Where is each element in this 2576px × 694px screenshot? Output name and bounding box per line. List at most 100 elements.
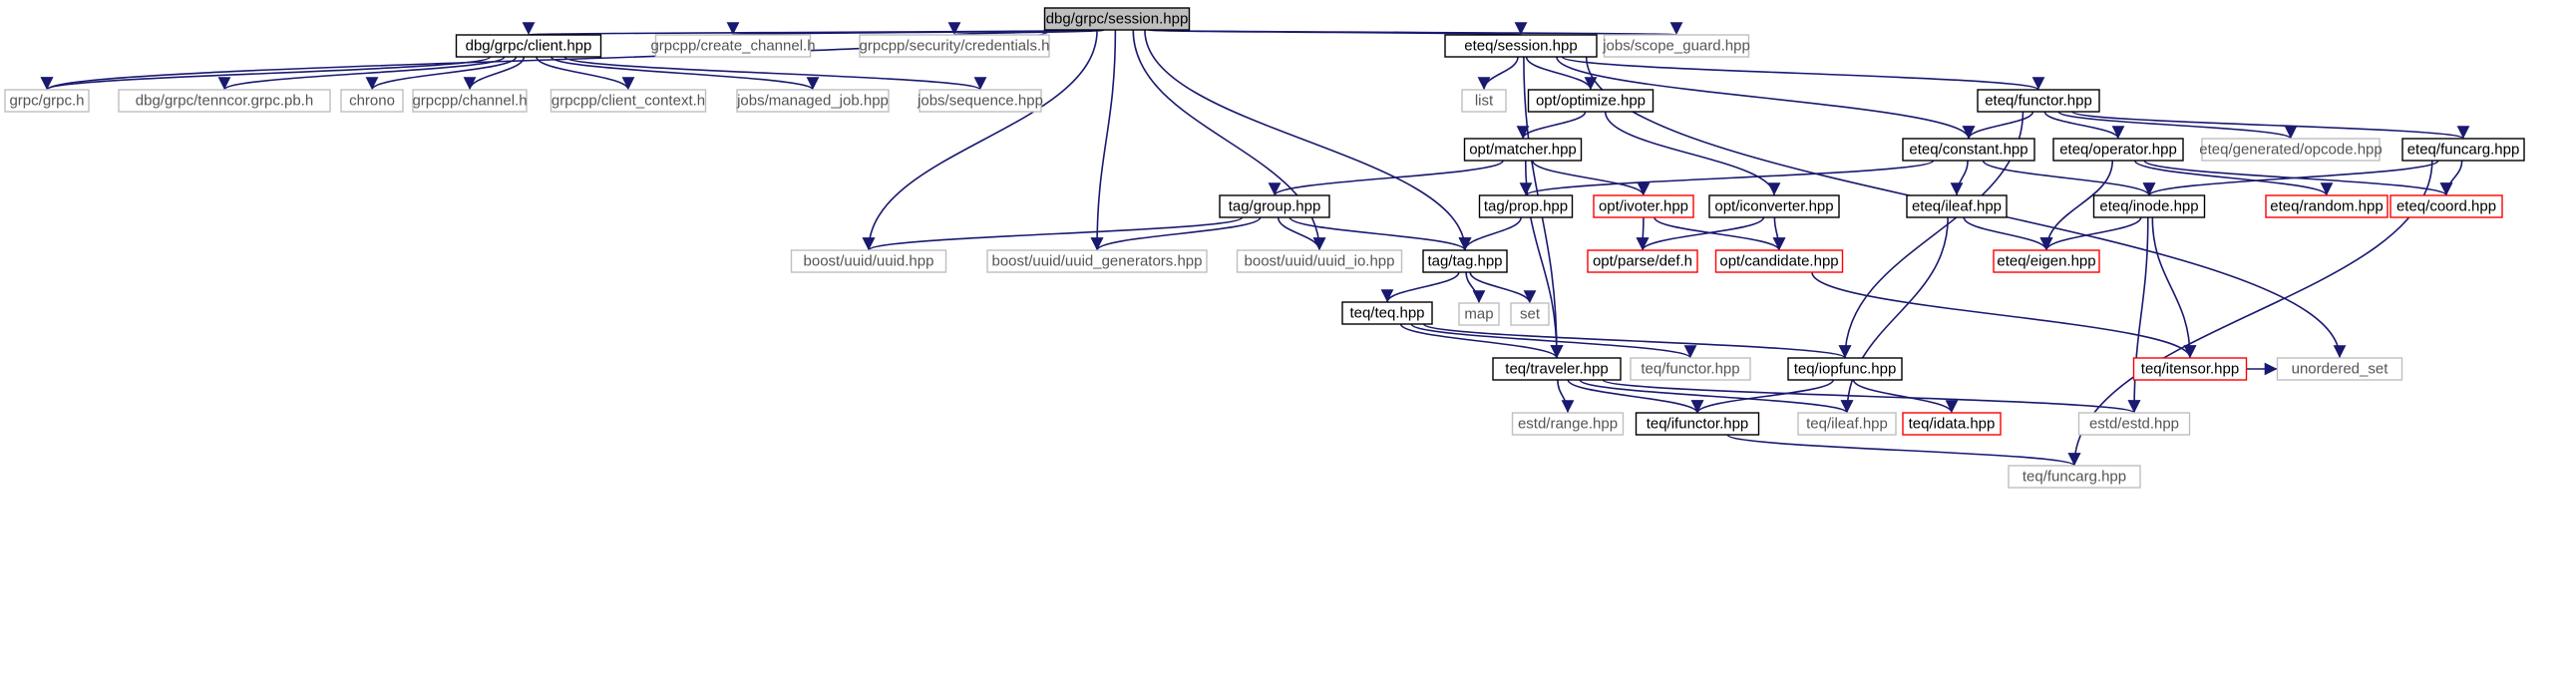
node-box	[1977, 89, 2100, 113]
node-optimize[interactable]: opt/optimize.hpp	[1527, 89, 1655, 113]
node-box	[412, 89, 528, 113]
node-teq-ileaf[interactable]: teq/ileaf.hpp	[1797, 412, 1897, 436]
node-ivoter[interactable]: opt/ivoter.hpp	[1593, 194, 1694, 218]
node-constant[interactable]: eteq/constant.hpp	[1902, 138, 2035, 162]
node-idata[interactable]: teq/idata.hpp	[1902, 412, 2002, 436]
node-uuid-gen[interactable]: boost/uuid/uuid_generators.hpp	[986, 249, 1208, 273]
node-box	[1492, 357, 1622, 381]
edge-matcher-to-group	[1268, 160, 1504, 196]
node-uuid-io[interactable]: boost/uuid/uuid_io.hpp	[1236, 249, 1403, 273]
node-iconverter[interactable]: opt/iconverter.hpp	[1708, 194, 1840, 218]
node-sequence[interactable]: jobs/sequence.hpp	[917, 89, 1043, 113]
node-set[interactable]: set	[1510, 302, 1550, 326]
node-label: opt/optimize.hpp	[1536, 93, 1646, 110]
node-label: chrono	[349, 93, 395, 110]
edge-funcarg-to-coord	[2439, 160, 2463, 196]
node-box	[1043, 7, 1191, 31]
node-box	[1422, 249, 1508, 273]
edge-root-to-credentials	[948, 21, 1105, 36]
node-map[interactable]: map	[1458, 302, 1500, 326]
node-credentials[interactable]: grpcpp/security/credentials.h	[859, 34, 1050, 58]
node-group[interactable]: tag/group.hpp	[1219, 194, 1330, 218]
node-label: teq/traveler.hpp	[1505, 361, 1608, 378]
node-root[interactable]: dbg/grpc/session.hpp	[1043, 7, 1191, 31]
node-box	[1341, 301, 1433, 325]
node-coord[interactable]: eteq/coord.hpp	[2390, 194, 2503, 218]
edge-functor-to-opcode	[2057, 111, 2298, 140]
node-box	[1587, 249, 1698, 273]
node-box	[2092, 194, 2206, 218]
node-prop[interactable]: tag/prop.hpp	[1478, 194, 1574, 218]
node-label: eteq/operator.hpp	[2059, 142, 2177, 159]
node-label: grpcpp/create_channel.h	[650, 38, 815, 55]
node-itensor[interactable]: teq/itensor.hpp	[2132, 357, 2248, 381]
node-parse-def[interactable]: opt/parse/def.h	[1587, 249, 1698, 273]
node-label: teq/teq.hpp	[1349, 305, 1424, 322]
node-box	[2276, 357, 2403, 381]
node-box	[1593, 194, 1694, 218]
node-label: jobs/managed_job.hpp	[736, 93, 889, 110]
node-funcarg[interactable]: eteq/funcarg.hpp	[2401, 138, 2525, 162]
node-eigen[interactable]: eteq/eigen.hpp	[1993, 249, 2100, 273]
node-label: eteq/ileaf.hpp	[1912, 198, 2002, 215]
node-label: eteq/session.hpp	[1464, 38, 1577, 55]
edge-iconverter-to-candidate	[1772, 216, 1786, 251]
node-box	[2132, 357, 2248, 381]
node-tenncor-pb[interactable]: dbg/grpc/tenncor.grpc.pb.h	[118, 89, 331, 113]
edge-optimize-to-iconverter	[1604, 111, 1781, 196]
edge-root-to-create_channel	[728, 21, 1087, 36]
node-box	[1714, 249, 1844, 273]
node-unordered-set[interactable]: unordered_set	[2276, 357, 2403, 381]
node-client[interactable]: dbg/grpc/client.hpp	[455, 34, 602, 58]
edge-constant-to-ileaf	[1950, 160, 1969, 196]
node-range[interactable]: estd/range.hpp	[1511, 412, 1625, 436]
edge-ivoter-to-candidate	[1654, 216, 1786, 251]
node-random[interactable]: eteq/random.hpp	[2265, 194, 2389, 218]
node-teq[interactable]: teq/teq.hpp	[1341, 301, 1433, 325]
node-box	[1708, 194, 1840, 218]
node-label: teq/funcarg.hpp	[2023, 469, 2126, 486]
edge-tag-to-map	[1465, 271, 1486, 304]
node-inode[interactable]: eteq/inode.hpp	[2092, 194, 2206, 218]
node-box	[1603, 34, 1750, 58]
node-box	[340, 89, 404, 113]
node-functor[interactable]: eteq/functor.hpp	[1977, 89, 2100, 113]
node-traveler[interactable]: teq/traveler.hpp	[1492, 357, 1622, 381]
node-candidate[interactable]: opt/candidate.hpp	[1714, 249, 1844, 273]
node-label: eteq/coord.hpp	[2396, 198, 2496, 215]
node-box	[919, 89, 1042, 113]
edge-prop-to-tag	[1458, 216, 1522, 251]
edge-optimize-to-matcher	[1516, 111, 1587, 140]
edge-client-to-channel	[463, 56, 526, 91]
node-matcher[interactable]: opt/matcher.hpp	[1463, 138, 1583, 162]
node-managed-job[interactable]: jobs/managed_job.hpp	[736, 89, 890, 113]
node-list[interactable]: list	[1461, 89, 1507, 113]
node-ileaf[interactable]: eteq/ileaf.hpp	[1906, 194, 2008, 218]
node-operator[interactable]: eteq/operator.hpp	[2052, 138, 2184, 162]
edge-inode-to-estd	[2127, 216, 2149, 414]
node-label: grpc/grpc.h	[9, 93, 84, 110]
node-box	[1236, 249, 1403, 273]
node-channel[interactable]: grpcpp/channel.h	[412, 89, 528, 113]
edge-inode-to-itensor	[2151, 216, 2197, 359]
node-teq-funcarg[interactable]: teq/funcarg.hpp	[2008, 465, 2141, 489]
node-client-context[interactable]: grpcpp/client_context.h	[550, 89, 707, 113]
node-ifunctor[interactable]: teq/ifunctor.hpp	[1635, 412, 1760, 436]
node-chrono[interactable]: chrono	[340, 89, 404, 113]
node-opcode[interactable]: eteq/generated/opcode.hpp	[2199, 138, 2383, 162]
node-box	[1478, 194, 1574, 218]
node-eteq-session[interactable]: eteq/session.hpp	[1444, 34, 1598, 58]
node-iopfunc[interactable]: teq/iopfunc.hpp	[1787, 357, 1903, 381]
node-uuid[interactable]: boost/uuid/uuid.hpp	[790, 249, 947, 273]
edge-teq-to-iopfunc	[1422, 323, 1852, 359]
node-estd[interactable]: estd/estd.hpp	[2077, 412, 2191, 436]
node-create-channel[interactable]: grpcpp/create_channel.h	[650, 34, 816, 58]
node-teq-functor[interactable]: teq/functor.hpp	[1630, 357, 1751, 381]
edge-inode-to-eigen	[2039, 216, 2142, 251]
node-box	[4, 89, 90, 113]
node-label: opt/parse/def.h	[1593, 253, 1692, 270]
node-tag[interactable]: tag/tag.hpp	[1422, 249, 1508, 273]
node-scope-guard[interactable]: jobs/scope_guard.hpp	[1602, 34, 1750, 58]
node-box	[1797, 412, 1897, 436]
node-grpc-h[interactable]: grpc/grpc.h	[4, 89, 90, 113]
